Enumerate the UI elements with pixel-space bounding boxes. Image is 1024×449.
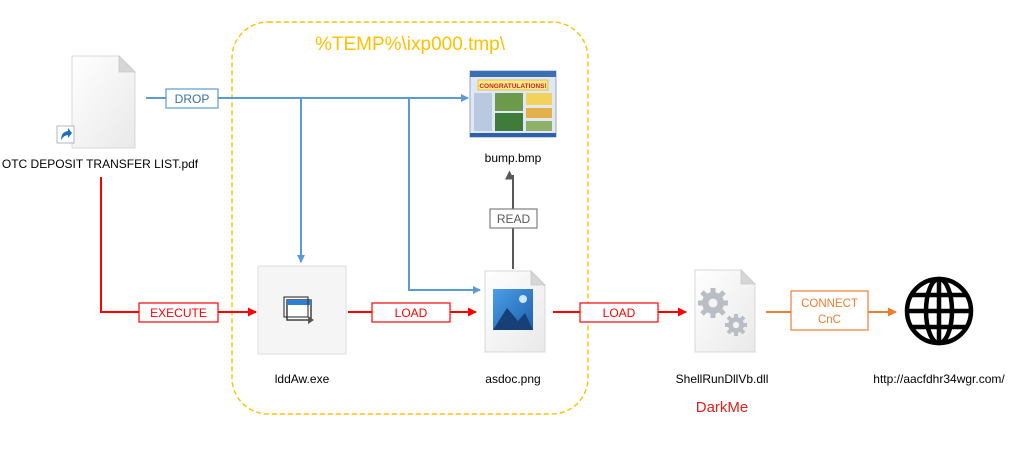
temp-folder-label: %TEMP%\ixp000.tmp\	[315, 34, 506, 55]
drop-arrows	[146, 94, 481, 294]
png-image-file-icon[interactable]	[484, 270, 546, 353]
load-arrow-exe-to-png: LOAD	[348, 302, 477, 323]
darkme-label: DarkMe	[696, 399, 749, 416]
gear-icon	[698, 288, 747, 336]
png-file-label: asdoc.png	[485, 372, 540, 386]
connect-cnc-arrow: CONNECT CnC	[766, 290, 897, 331]
window-app-icon	[283, 296, 314, 324]
exe-file-label: lddAw.exe	[275, 372, 330, 386]
pdf-shortcut-file-icon[interactable]	[56, 55, 136, 149]
cnc-label: CnC	[818, 314, 841, 326]
dll-file-label: ShellRunDllVb.dll	[676, 372, 769, 386]
connect-label: CONNECT	[801, 298, 858, 310]
svg-text:CONGRATULATIONS!: CONGRATULATIONS!	[479, 83, 546, 90]
executable-file-icon[interactable]	[257, 265, 347, 355]
pdf-file-label: OTC DEPOSIT TRANSFER LIST.pdf	[2, 157, 199, 171]
cnc-url-label: http://aacfdhr34wgr.com/	[873, 372, 1005, 386]
bitmap-image-icon[interactable]: CONGRATULATIONS!	[469, 70, 557, 138]
shortcut-arrow-icon	[56, 125, 75, 144]
bmp-file-label: bump.bmp	[485, 151, 542, 165]
execute-label: EXECUTE	[150, 306, 207, 320]
drop-label-box: DROP	[165, 88, 219, 109]
load-label-1: LOAD	[395, 306, 428, 320]
load-arrow-png-to-dll: LOAD	[553, 302, 687, 323]
read-label: READ	[497, 212, 531, 226]
read-arrow: READ	[489, 170, 538, 269]
load-label-2: LOAD	[603, 306, 636, 320]
drop-label: DROP	[175, 92, 210, 106]
dll-gear-file-icon[interactable]	[694, 269, 756, 353]
temp-folder-boundary	[231, 21, 589, 415]
execute-arrow: EXECUTE	[100, 177, 257, 323]
globe-icon[interactable]	[904, 276, 974, 346]
